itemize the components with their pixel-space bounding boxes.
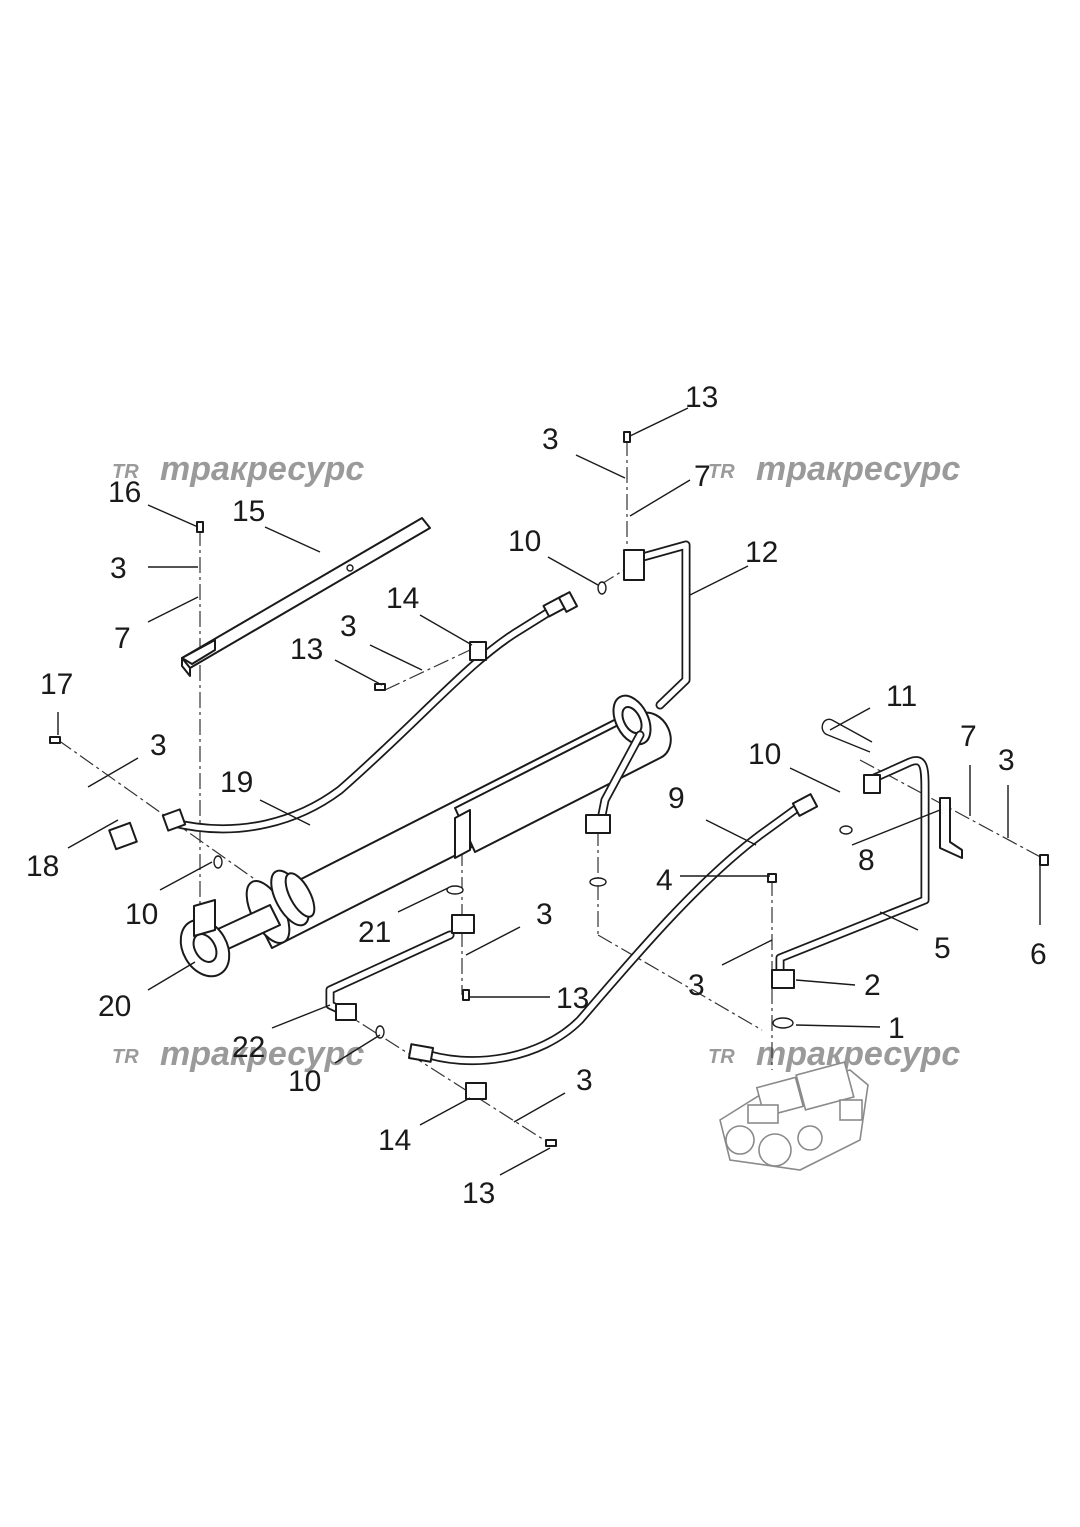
callout-19: 19 <box>220 766 253 799</box>
svg-text:TR: TR <box>708 461 735 483</box>
svg-text:тракресурс: тракресурс <box>756 1035 960 1073</box>
svg-text:тракресурс: тракресурс <box>160 1035 364 1073</box>
callout-11: 11 <box>886 680 917 713</box>
callout-22: 22 <box>232 1031 265 1064</box>
callout-18: 18 <box>26 850 59 883</box>
callout-13: 13 <box>685 381 718 414</box>
callout-3: 3 <box>110 552 127 585</box>
callout-3: 3 <box>688 969 705 1002</box>
callout-7: 7 <box>694 460 711 493</box>
callout-13: 13 <box>556 982 589 1015</box>
callout-10: 10 <box>125 898 158 931</box>
callout-9: 9 <box>668 782 685 815</box>
callout-14: 14 <box>378 1124 411 1157</box>
callout-21: 21 <box>358 916 391 949</box>
watermark-top-right: TR тракресурс <box>708 450 960 488</box>
callout-3: 3 <box>340 610 357 643</box>
callout-3: 3 <box>536 898 553 931</box>
callout-10: 10 <box>748 738 781 771</box>
callout-12: 12 <box>745 536 778 569</box>
callout-3: 3 <box>542 423 559 456</box>
callout-8: 8 <box>858 844 875 877</box>
callout-3: 3 <box>150 729 167 762</box>
callout-10: 10 <box>508 525 541 558</box>
callout-10: 10 <box>288 1065 321 1098</box>
leader-lines <box>57 407 1041 1176</box>
svg-text:тракресурс: тракресурс <box>756 450 960 488</box>
callout-1: 1 <box>888 1012 905 1045</box>
callout-3: 3 <box>998 744 1015 777</box>
svg-text:тракресурс: тракресурс <box>160 450 364 488</box>
watermark-top-left: TR тракресурс <box>112 450 364 488</box>
callout-labels: 13 3 7 10 12 16 15 3 7 14 3 13 17 3 19 1… <box>26 381 1047 1210</box>
flat-bar-part <box>181 517 431 677</box>
callout-7: 7 <box>960 720 977 753</box>
watermark-bottom-left: TR тракресурс <box>112 1035 364 1073</box>
control-valve-block <box>719 1061 869 1171</box>
callout-3: 3 <box>576 1064 593 1097</box>
callout-15: 15 <box>232 495 265 528</box>
svg-text:TR: TR <box>112 1046 139 1068</box>
svg-text:TR: TR <box>708 1046 735 1068</box>
callout-16: 16 <box>108 476 141 509</box>
callout-7: 7 <box>114 622 131 655</box>
callout-4: 4 <box>656 864 673 897</box>
callout-6: 6 <box>1030 938 1047 971</box>
svg-text:TR: TR <box>112 461 139 483</box>
fittings-and-clamps <box>49 431 1049 1147</box>
callout-17: 17 <box>40 668 73 701</box>
callout-14: 14 <box>386 582 419 615</box>
callout-13: 13 <box>462 1177 495 1210</box>
hydraulic-cylinder-part <box>179 694 672 978</box>
callout-20: 20 <box>98 990 131 1023</box>
callout-13: 13 <box>290 633 323 666</box>
callout-2: 2 <box>864 969 881 1002</box>
callout-5: 5 <box>934 932 951 965</box>
watermark-bottom-right: TR тракресурс <box>708 1035 960 1073</box>
